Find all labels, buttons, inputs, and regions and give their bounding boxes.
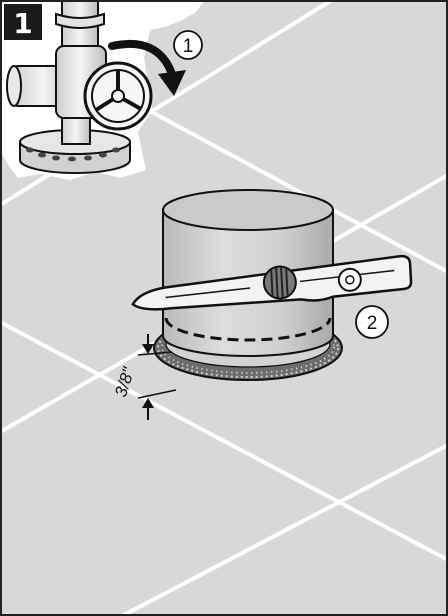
pipe-top — [162, 189, 334, 231]
callout-number: 2 — [367, 313, 378, 334]
ring-texture — [161, 320, 335, 374]
tubing-cutter-icon — [131, 254, 413, 311]
callout-circle — [173, 30, 203, 60]
bolt — [112, 147, 120, 153]
rotation-arrow-shaft — [108, 39, 176, 78]
callout-circle — [355, 305, 389, 339]
step-number: 1 — [13, 7, 32, 40]
cutter-knob — [262, 265, 297, 300]
callout-1: 1 — [173, 30, 203, 60]
tile-line — [0, 320, 448, 562]
dimension-arrowhead-bottom — [142, 398, 154, 408]
valve-top-collar — [55, 12, 105, 29]
rotation-arrow-head — [158, 70, 186, 96]
cutter-groove — [165, 287, 251, 299]
ring-texture — [157, 318, 339, 378]
bolt — [68, 156, 76, 162]
bolt — [84, 155, 92, 161]
bolt — [38, 152, 46, 158]
valve-handwheel-icon — [83, 61, 153, 131]
cut-line — [164, 317, 332, 342]
dimension-extension-top — [137, 351, 173, 356]
bolt — [99, 152, 107, 158]
tile-line — [120, 443, 448, 616]
knob-ridge — [280, 267, 284, 298]
valve-side-pipe-end — [6, 65, 22, 107]
handwheel-hub — [111, 89, 125, 103]
bolt — [52, 155, 60, 161]
flange-bolts — [26, 147, 120, 162]
roller-axle — [345, 275, 355, 285]
knob-ridge — [285, 269, 289, 296]
cutter-roller — [337, 267, 362, 292]
curved-arrow-icon — [108, 39, 186, 96]
knob-disc — [262, 265, 297, 300]
callout-2: 2 — [355, 305, 389, 339]
dimension-extension-bottom — [137, 389, 177, 399]
tile-line — [146, 108, 448, 274]
knob-ridge — [270, 269, 274, 296]
step-badge-box — [4, 4, 42, 40]
dimension-arrowhead-top — [142, 344, 154, 354]
bolt — [26, 147, 34, 153]
knob-ridge — [275, 267, 279, 298]
callout-number: 1 — [183, 36, 194, 57]
step-badge: 1 — [4, 4, 42, 40]
